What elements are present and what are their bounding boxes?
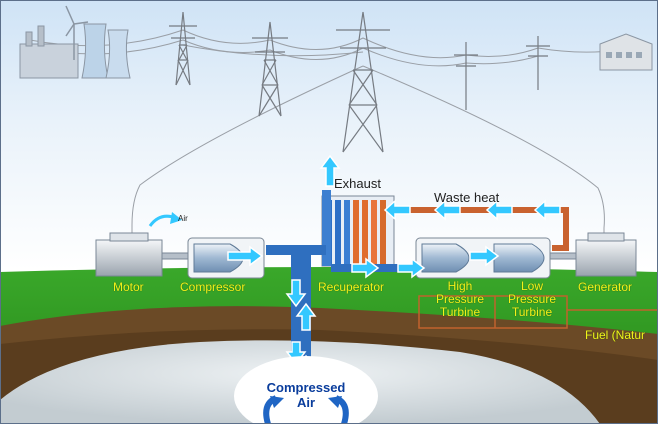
power-plant-icon [19,5,131,79]
tower-3 [336,11,390,153]
compressor-unit [187,237,265,279]
tower-2 [252,21,288,117]
transmission-towers [169,11,550,153]
waste-heat-duct [390,207,569,251]
recuperator-label: Recuperator [318,280,385,294]
exhaust-stack [322,190,331,266]
tower-1 [169,11,197,86]
fuel-label: Fuel (Natur [585,328,646,342]
utility-pole-2 [526,36,550,90]
generator-unit [549,232,637,277]
building-icon [599,33,653,71]
fuel-line-frame [418,295,568,329]
lp-turbine-label: Low Pressure Turbine [507,279,557,319]
exhaust-label: Exhaust [334,176,381,191]
hp-turbine-label: High Pressure Turbine [435,279,485,319]
compressed-air-label: Compressed Air [266,380,346,410]
utility-pole-1 [454,42,478,110]
exhaust-arrow [319,154,341,187]
cavern-bubble [234,356,378,424]
generator-label: Generator [578,280,633,294]
recuperator-unit [321,195,395,267]
compressor-label: Compressor [180,280,246,294]
motor-unit [95,232,191,277]
air-label: Air [178,214,188,223]
waste-heat-label: Waste heat [434,190,500,205]
motor-label: Motor [113,280,144,294]
